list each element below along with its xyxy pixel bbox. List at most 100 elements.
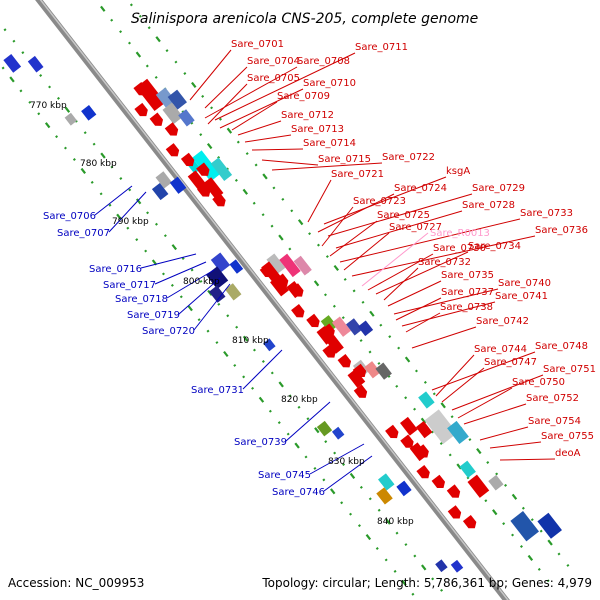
tick-mark — [154, 222, 158, 226]
tick-mark — [187, 305, 193, 312]
leader-line — [489, 441, 542, 449]
leader-line — [231, 101, 278, 131]
tick-mark — [308, 232, 312, 236]
leader-line — [237, 120, 282, 136]
gene-arrow — [196, 162, 210, 176]
gene-feature — [447, 420, 469, 444]
tick-mark — [324, 440, 328, 444]
tick-mark — [352, 289, 356, 293]
tick-mark — [261, 360, 265, 363]
tick-mark — [314, 427, 320, 434]
tick-mark — [332, 304, 336, 308]
tick-mark — [530, 518, 534, 522]
tick-mark — [55, 135, 59, 139]
leader-line — [108, 191, 147, 233]
leader-line — [499, 458, 556, 461]
tick-mark — [411, 592, 415, 596]
tick-mark — [404, 396, 408, 400]
gene-label: Sare_0729 — [472, 183, 525, 194]
gene-label: Sare_0754 — [528, 416, 581, 427]
kbp-label: 810 kbp — [232, 336, 269, 346]
tick-mark — [44, 122, 51, 129]
gene-label: Sare_0728 — [462, 200, 515, 211]
tick-mark — [440, 588, 444, 592]
tick-mark — [519, 545, 523, 548]
gene-arrow — [462, 514, 477, 529]
tick-mark — [218, 117, 222, 121]
tick-mark — [39, 74, 43, 77]
leader-line — [140, 253, 197, 269]
tick-mark — [304, 455, 308, 459]
gene-feature — [418, 391, 435, 409]
gene-arrow — [415, 444, 429, 458]
tick-mark — [190, 268, 194, 272]
tick-mark — [245, 152, 249, 156]
tick-mark — [333, 451, 337, 455]
tick-mark — [116, 213, 122, 220]
leader-line — [307, 179, 332, 223]
tick-mark — [3, 28, 7, 32]
leader-line — [339, 218, 521, 263]
tick-mark — [325, 255, 329, 259]
tick-mark — [349, 472, 356, 479]
gene-label: Sare_0739 — [234, 437, 287, 448]
genome-backbone — [35, 0, 510, 600]
tick-mark — [262, 173, 268, 180]
gene-arrow — [400, 434, 414, 448]
gene-arrow — [164, 122, 179, 136]
leader-line — [323, 455, 373, 492]
tick-mark — [191, 81, 197, 88]
tick-mark — [322, 478, 326, 482]
tick-mark — [92, 142, 96, 146]
kbp-label: 790 kbp — [112, 217, 149, 227]
gene-feature — [400, 416, 418, 436]
tick-mark — [128, 188, 132, 192]
gene-arrow — [274, 273, 289, 287]
gene-label: Sare_0718 — [115, 294, 168, 305]
leader-line — [285, 401, 331, 442]
leader-line — [193, 283, 231, 331]
tick-mark — [225, 167, 229, 171]
leader-line — [154, 261, 207, 285]
tick-mark — [235, 325, 239, 329]
tick-mark — [281, 197, 285, 201]
tick-mark — [154, 75, 158, 79]
gene-feature — [347, 369, 366, 388]
leader-line — [323, 176, 447, 225]
gene-arrow — [212, 193, 226, 207]
tick-mark — [90, 180, 94, 184]
gene-label: Sare_0734 — [468, 241, 521, 252]
kbp-label: 770 kbp — [30, 101, 67, 111]
leader-line — [463, 403, 527, 425]
leader-line — [94, 185, 133, 216]
tick-mark — [439, 442, 443, 445]
tick-mark — [197, 318, 201, 322]
tick-mark — [234, 178, 238, 182]
tick-mark — [486, 461, 490, 464]
leader-line — [329, 220, 378, 257]
gene-label: Sare_0741 — [495, 291, 548, 302]
tick-mark — [316, 243, 320, 247]
gene-feature — [162, 102, 184, 125]
gene-label: Sare_0755 — [541, 431, 594, 442]
tick-mark — [537, 567, 541, 571]
tick-mark — [28, 100, 32, 104]
tick-mark — [277, 421, 281, 425]
gene-label: Sare_0719 — [127, 310, 180, 321]
gene-feature — [187, 170, 207, 191]
kbp-label: 830 kbp — [328, 457, 365, 467]
tick-mark — [272, 186, 276, 190]
gene-feature — [224, 283, 242, 301]
leader-line — [251, 148, 304, 151]
tick-mark — [129, 3, 133, 7]
tick-mark — [379, 323, 383, 327]
leader-line — [189, 49, 232, 101]
gene-feature — [376, 487, 393, 505]
gene-label: Sare_0736 — [535, 225, 588, 236]
tick-mark — [242, 188, 249, 195]
gene-label: Sare_0707 — [57, 228, 110, 239]
tick-mark — [233, 363, 237, 367]
tick-mark — [440, 402, 446, 409]
tick-mark — [368, 350, 372, 354]
